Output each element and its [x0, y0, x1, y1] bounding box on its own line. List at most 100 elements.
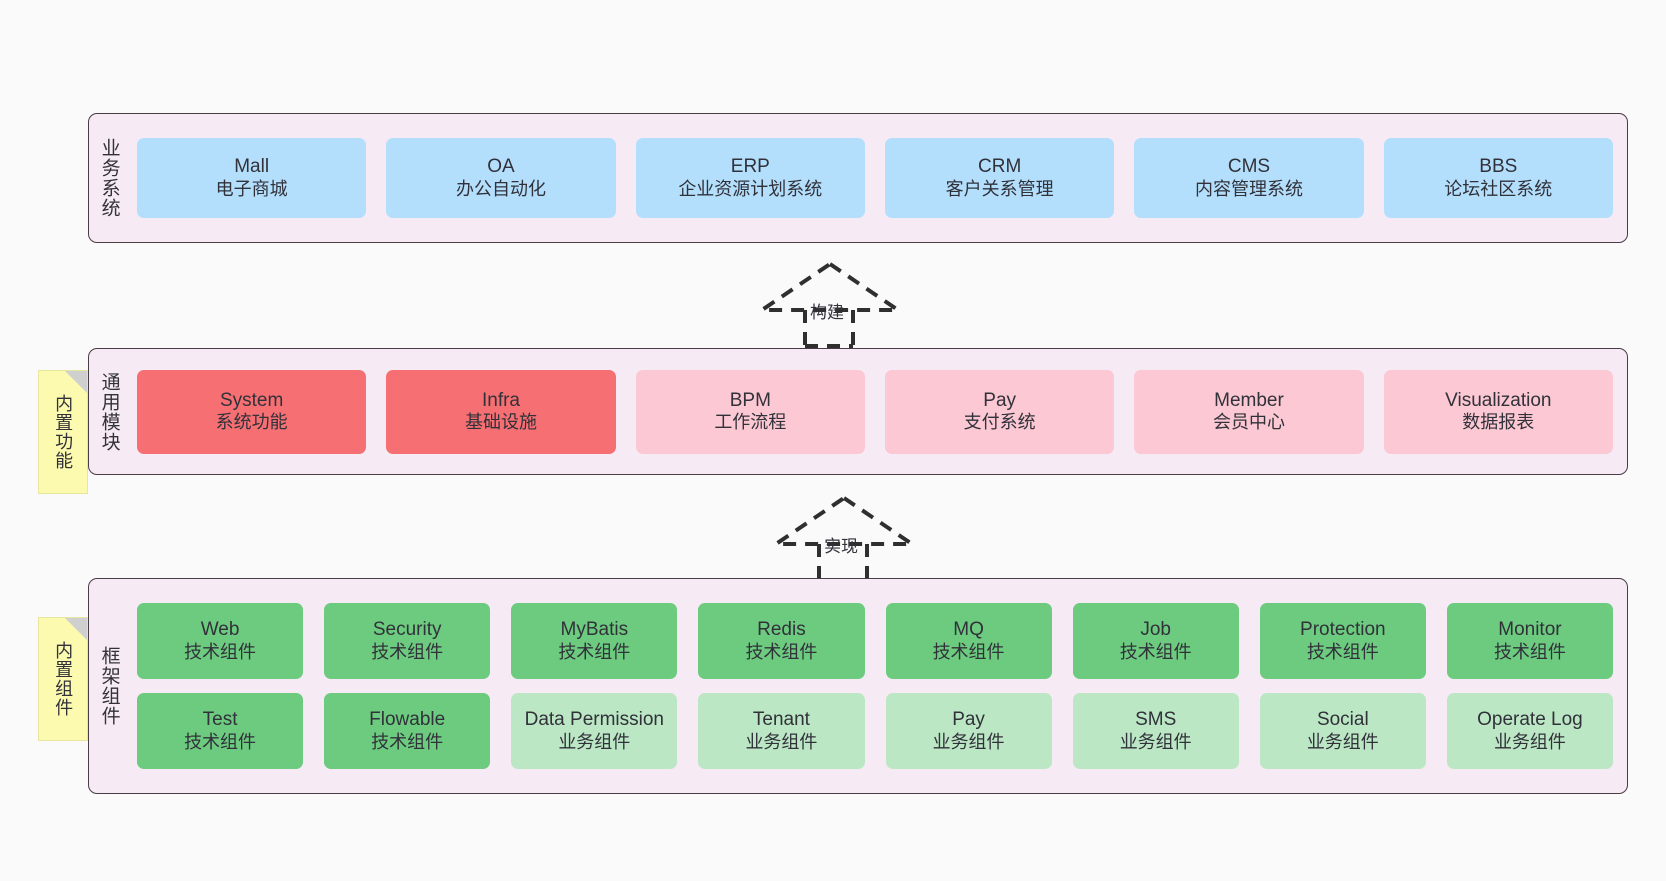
- card-redis-desc: 技术组件: [745, 641, 818, 662]
- card-sms-name: SMS: [1135, 709, 1177, 731]
- card-system[interactable]: System 系统功能: [137, 369, 367, 454]
- card-bpm-name: BPM: [729, 389, 771, 411]
- layer-business-system: 业务系统 Mall 电子商城 OA 办公自动化 ERP 企业资源计划系统 CRM…: [88, 113, 1628, 243]
- card-oa-name: OA: [487, 156, 515, 178]
- card-crm-desc: 客户关系管理: [945, 178, 1054, 199]
- card-bbs-name: BBS: [1479, 156, 1518, 178]
- card-cms-name: CMS: [1227, 156, 1271, 178]
- card-member-desc: 会员中心: [1212, 412, 1285, 433]
- card-monitor-name: Monitor: [1498, 619, 1562, 641]
- framework-row-technical: Web 技术组件 Security 技术组件 MyBatis 技术组件 Redi…: [137, 603, 1613, 679]
- connector-implement: 实现: [766, 492, 926, 582]
- note-builtin-function-text: 内置功能: [53, 394, 74, 470]
- layer-common-module-cards: System 系统功能 Infra 基础设施 BPM 工作流程 Pay 支付系统…: [129, 349, 1627, 474]
- card-test-desc: 技术组件: [184, 731, 257, 752]
- card-cms-desc: 内容管理系统: [1194, 178, 1303, 199]
- card-visualization[interactable]: Visualization 数据报表: [1383, 369, 1613, 454]
- note-builtin-function: 内置功能: [38, 370, 88, 494]
- note-builtin-component-text: 内置组件: [53, 641, 74, 717]
- card-tenant-desc: 业务组件: [745, 731, 818, 752]
- card-erp-desc: 企业资源计划系统: [678, 178, 823, 199]
- card-mq[interactable]: MQ 技术组件: [885, 603, 1052, 679]
- layer-framework-component: 框架组件 Web 技术组件 Security 技术组件 MyBatis 技术组件…: [88, 578, 1628, 794]
- card-protection[interactable]: Protection 技术组件: [1259, 603, 1426, 679]
- card-visualization-name: Visualization: [1445, 389, 1552, 411]
- layer-common-module-title: 通用模块: [98, 371, 120, 452]
- card-test-name: Test: [202, 709, 238, 731]
- card-oa-desc: 办公自动化: [455, 178, 546, 199]
- card-pay-module-name: Pay: [983, 389, 1017, 411]
- card-bpm-desc: 工作流程: [714, 412, 787, 433]
- card-operate-log-name: Operate Log: [1477, 709, 1583, 731]
- card-tenant-name: Tenant: [752, 709, 810, 731]
- card-operate-log-desc: 业务组件: [1493, 731, 1566, 752]
- layer-framework-component-title: 框架组件: [98, 646, 120, 726]
- card-data-permission-desc: 业务组件: [558, 731, 631, 752]
- card-job-name: Job: [1140, 619, 1171, 641]
- framework-row-business: Test 技术组件 Flowable 技术组件 Data Permission …: [137, 693, 1613, 769]
- note-builtin-component: 内置组件: [38, 617, 88, 741]
- card-bbs[interactable]: BBS 论坛社区系统: [1383, 138, 1613, 218]
- card-security[interactable]: Security 技术组件: [324, 603, 491, 679]
- card-web[interactable]: Web 技术组件: [137, 603, 304, 679]
- card-sms-desc: 业务组件: [1119, 731, 1192, 752]
- card-protection-name: Protection: [1300, 619, 1386, 641]
- card-mybatis[interactable]: MyBatis 技术组件: [511, 603, 678, 679]
- generalization-arrow-icon: [755, 261, 905, 348]
- card-mall-name: Mall: [234, 156, 270, 178]
- card-flowable-name: Flowable: [369, 709, 446, 731]
- connector-implement-label: 实现: [824, 537, 858, 556]
- card-pay-module[interactable]: Pay 支付系统: [884, 369, 1115, 454]
- card-social-name: Social: [1316, 709, 1369, 731]
- card-mybatis-name: MyBatis: [560, 619, 629, 641]
- layer-framework-component-cards: Web 技术组件 Security 技术组件 MyBatis 技术组件 Redi…: [129, 579, 1627, 793]
- card-mq-name: MQ: [953, 619, 984, 641]
- connector-build-label: 构建: [810, 303, 844, 322]
- card-erp-name: ERP: [730, 156, 770, 178]
- card-crm-name: CRM: [978, 156, 1022, 178]
- layer-business-system-title: 业务系统: [98, 138, 120, 218]
- card-visualization-desc: 数据报表: [1462, 412, 1535, 433]
- card-oa[interactable]: OA 办公自动化: [386, 138, 616, 218]
- card-system-desc: 系统功能: [215, 412, 288, 433]
- card-infra-name: Infra: [481, 389, 520, 411]
- card-mq-desc: 技术组件: [932, 641, 1005, 662]
- card-cms[interactable]: CMS 内容管理系统: [1134, 138, 1364, 218]
- card-redis-name: Redis: [757, 619, 806, 641]
- card-pay-component[interactable]: Pay 业务组件: [885, 693, 1052, 769]
- card-monitor[interactable]: Monitor 技术组件: [1446, 603, 1613, 679]
- card-mall-desc: 电子商城: [215, 178, 288, 199]
- layer-business-system-cards: Mall 电子商城 OA 办公自动化 ERP 企业资源计划系统 CRM 客户关系…: [129, 114, 1627, 242]
- card-member-name: Member: [1214, 389, 1284, 411]
- card-data-permission-name: Data Permission: [524, 709, 664, 731]
- card-pay-component-desc: 业务组件: [932, 731, 1005, 752]
- card-job[interactable]: Job 技术组件: [1072, 603, 1239, 679]
- card-redis[interactable]: Redis 技术组件: [698, 603, 865, 679]
- card-infra[interactable]: Infra 基础设施: [386, 369, 616, 454]
- card-infra-desc: 基础设施: [464, 412, 537, 433]
- card-social[interactable]: Social 业务组件: [1259, 693, 1426, 769]
- card-monitor-desc: 技术组件: [1493, 641, 1566, 662]
- card-sms[interactable]: SMS 业务组件: [1072, 693, 1239, 769]
- card-bpm[interactable]: BPM 工作流程: [635, 369, 865, 454]
- card-social-desc: 业务组件: [1306, 731, 1379, 752]
- card-pay-component-name: Pay: [952, 709, 985, 731]
- card-tenant[interactable]: Tenant 业务组件: [698, 693, 865, 769]
- card-mall[interactable]: Mall 电子商城: [137, 138, 367, 218]
- layer-common-module: 通用模块 System 系统功能 Infra 基础设施 BPM 工作流程 Pay…: [88, 348, 1628, 475]
- card-web-name: Web: [200, 619, 240, 641]
- card-mybatis-desc: 技术组件: [558, 641, 631, 662]
- card-web-desc: 技术组件: [184, 641, 257, 662]
- card-test[interactable]: Test 技术组件: [137, 693, 304, 769]
- card-erp[interactable]: ERP 企业资源计划系统: [635, 138, 865, 218]
- card-bbs-desc: 论坛社区系统: [1444, 178, 1553, 199]
- card-operate-log[interactable]: Operate Log 业务组件: [1446, 693, 1613, 769]
- card-member[interactable]: Member 会员中心: [1134, 369, 1364, 454]
- card-flowable[interactable]: Flowable 技术组件: [324, 693, 491, 769]
- card-protection-desc: 技术组件: [1306, 641, 1379, 662]
- card-data-permission[interactable]: Data Permission 业务组件: [511, 693, 678, 769]
- card-crm[interactable]: CRM 客户关系管理: [884, 138, 1115, 218]
- connector-build: 构建: [752, 258, 912, 348]
- card-security-desc: 技术组件: [371, 641, 444, 662]
